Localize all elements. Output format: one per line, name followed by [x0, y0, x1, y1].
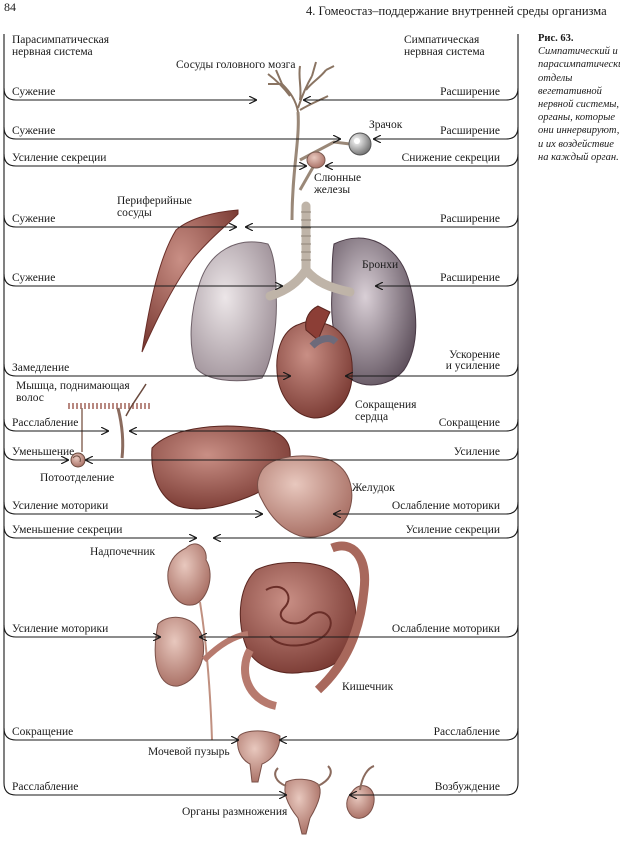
parasympathetic-heading: Парасимпатическая нервная система: [12, 34, 109, 58]
parasympathetic-line-5: [3, 273, 282, 286]
parasympathetic-line-9: [3, 501, 262, 514]
sympathetic-effect-10: Усиление секреции: [406, 524, 500, 536]
hair-muscle-shape: [68, 383, 152, 459]
label-hair-muscle: Мышца, поднимающая волос: [16, 380, 130, 404]
parasympathetic-line-7: [3, 418, 108, 431]
parasympathetic-effect-5: Сужение: [12, 272, 55, 284]
label-bladder: Мочевой пузырь: [148, 746, 230, 758]
sympathetic-line-3: [326, 153, 519, 166]
trachea-bronchi-shape: [265, 201, 355, 301]
sympathetic-line-10: [214, 525, 519, 538]
reproductive-organs-shape: [274, 765, 375, 835]
sympathetic-line-6: [346, 363, 519, 376]
caption-label: Рис. 63.: [538, 33, 574, 44]
intestine-shape: [154, 541, 370, 710]
label-salivary: Слюнные железы: [314, 172, 362, 196]
sympathetic-effect-7: Сокращение: [439, 417, 500, 429]
right-lung-shape: [331, 237, 417, 386]
sympathetic-effect-8: Усиление: [454, 446, 500, 458]
innervation-rows: [3, 34, 519, 795]
label-pupil: Зрачок: [369, 119, 403, 131]
sympathetic-effect-11: Ослабление моторики: [392, 623, 500, 635]
parasympathetic-line-8: [3, 447, 68, 460]
parasympathetic-effect-3: Усиление секреции: [12, 152, 106, 164]
parasympathetic-line-12: [3, 727, 238, 740]
label-brain-vessels: Сосуды головного мозга: [176, 59, 296, 71]
sympathetic-line-9: [334, 501, 519, 514]
label-stomach: Желудок: [352, 482, 395, 494]
parasympathetic-heading-line1: Парасимпатическая: [12, 34, 110, 46]
sympathetic-effect-5: Расширение: [440, 272, 500, 284]
pupil-shape: [348, 132, 372, 156]
sympathetic-effect-13: Возбуждение: [435, 781, 500, 793]
parasympathetic-line-2: [3, 126, 340, 139]
sympathetic-effect-9: Ослабление моторики: [392, 500, 500, 512]
sympathetic-heading-line2: нервная система: [404, 46, 485, 58]
sympathetic-line-8: [86, 447, 519, 460]
sympathetic-heading-line1: Симпатическая: [404, 34, 480, 46]
parasympathetic-effect-1: Сужение: [12, 86, 55, 98]
sympathetic-effect-3: Снижение секреции: [402, 152, 500, 164]
parasympathetic-line-11: [3, 624, 160, 637]
parasympathetic-effect-10: Уменьшение секреции: [12, 524, 122, 536]
salivary-gland-shape: [306, 151, 326, 169]
sympathetic-effect-1: Расширение: [440, 86, 500, 98]
sympathetic-line-11: [200, 624, 519, 637]
left-lung-shape: [190, 241, 277, 382]
parasympathetic-effect-6: Замедление: [12, 362, 69, 374]
sympathetic-line-5: [376, 273, 519, 286]
sympathetic-effect-12: Расслабление: [434, 726, 500, 738]
parasympathetic-effect-13: Расслабление: [12, 781, 78, 793]
sympathetic-effect-6-part2: и усиление: [446, 360, 500, 372]
parasympathetic-effect-11: Усиление моторики: [12, 623, 108, 635]
sympathetic-line-7: [130, 418, 519, 431]
bladder-shape: [237, 730, 281, 783]
brain-vessels-shape: [267, 61, 335, 113]
trachea-rings: [301, 211, 311, 261]
stomach-shape: [257, 455, 353, 538]
label-reproductive: Органы размножения: [182, 806, 288, 818]
label-heart: Сокращения сердца: [355, 399, 417, 423]
label-adrenal: Надпочечник: [90, 546, 156, 558]
parasympathetic-effect-4: Сужение: [12, 213, 55, 225]
parasympathetic-line-3: [3, 153, 306, 166]
figure-caption: Рис. 63. Симпатический и парасимпатическ…: [538, 32, 620, 164]
sympathetic-line-1: [304, 87, 519, 100]
caption-text: Симпатический и парасимпатический отделы…: [538, 46, 620, 163]
label-brain-vessels-text: Сосуды головного мозга: [176, 59, 296, 71]
parasympathetic-line-4: [3, 214, 236, 227]
page-number: 84: [4, 0, 16, 14]
parasympathetic-line-10: [3, 525, 196, 538]
parasympathetic-line-6: [3, 363, 290, 376]
label-peripheral-vessels: Периферийные сосуды: [117, 195, 192, 219]
sympathetic-line-2: [374, 126, 519, 139]
sympathetic-line-13: [350, 782, 519, 795]
label-bronchi: Бронхи: [362, 259, 399, 271]
sympathetic-effect-6-part1: Ускорение: [449, 349, 500, 361]
peripheral-vessel-shape: [141, 209, 239, 353]
sympathetic-heading: Симпатическая нервная система: [404, 34, 485, 58]
label-sweat: Потоотделение: [40, 472, 115, 484]
parasympathetic-effect-8: Уменьшение: [12, 446, 74, 458]
parasympathetic-effect-9: Усиление моторики: [12, 500, 108, 512]
parasympathetic-line-13: [3, 782, 286, 795]
heart-shape: [276, 305, 353, 419]
parasympathetic-heading-line2: нервная система: [12, 46, 93, 58]
sweat-gland-shape: [70, 452, 86, 468]
parasympathetic-line-1: [3, 87, 256, 100]
sympathetic-line-12: [280, 727, 519, 740]
sympathetic-line-4: [246, 214, 519, 227]
running-head: 4. Гомеостаз–поддержание внутренней сред…: [306, 4, 607, 18]
label-intestine: Кишечник: [342, 681, 394, 693]
sympathetic-effect-2: Расширение: [440, 125, 500, 137]
parasympathetic-effect-12: Сокращение: [12, 726, 73, 738]
parasympathetic-effect-2: Сужение: [12, 125, 55, 137]
sympathetic-effect-4: Расширение: [440, 213, 500, 225]
parasympathetic-effect-7: Расслабление: [12, 417, 78, 429]
adrenal-kidney-shape: [167, 543, 213, 741]
